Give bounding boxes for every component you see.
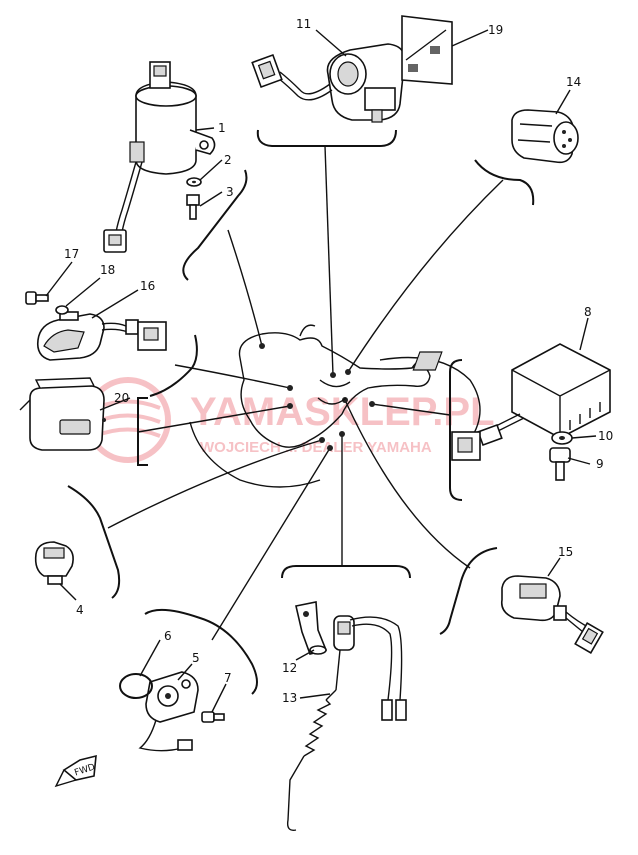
callout-14: 14 [566,75,581,89]
starter-relay-part [251,43,406,123]
callout-19: 19 [488,23,503,37]
bracket-part [295,601,328,655]
callout-8: 8 [584,305,592,319]
brake-switch-part [333,615,407,721]
watermark: YAMASKLEP.PL WOJCIECH ... DEALER YAMAHA [85,377,495,463]
label-plate-part [401,15,453,85]
flasher-relay-part [511,109,579,164]
callout-16: 16 [140,279,155,293]
callout-1: 1 [218,121,226,135]
watermark-subtext: WOJCIECH ... DEALER YAMAHA [200,439,432,456]
screw-part [25,291,49,305]
washer-part [186,177,202,187]
callout-2: 2 [224,153,232,167]
callout-9: 9 [596,457,604,471]
callout-7: 7 [224,671,232,685]
callout-15: 15 [558,545,573,559]
spring-part [286,689,337,831]
callout-20: 20 [114,391,129,405]
callout-3: 3 [226,185,234,199]
callout-6: 6 [164,629,172,643]
screw-sensor-part [201,711,225,723]
callout-12: 12 [282,661,297,675]
callout-numbers: 1 2 3 4 5 6 7 8 9 10 11 12 13 14 15 16 1… [64,17,613,705]
bolt-regulator-part [549,447,571,481]
relay-part [500,575,604,654]
callout-leaders [45,29,597,713]
control-unit-part [19,377,106,451]
bolt-part [186,194,200,220]
washer-small-part [55,305,69,315]
rectifier-regulator-part [412,343,611,461]
callout-11: 11 [296,17,311,31]
frame-outline [189,324,481,488]
callout-18: 18 [100,263,115,277]
oil-switch-part [34,541,74,585]
main-switch-part [103,61,216,253]
callout-13: 13 [282,691,297,705]
washer-regulator-part [551,431,573,445]
callout-10: 10 [598,429,613,443]
callout-5: 5 [192,651,200,665]
sensor-switch-part [36,311,167,361]
o-ring-part [119,673,153,699]
sensor-plate-part [138,671,199,752]
callout-4: 4 [76,603,84,617]
callout-17: 17 [64,247,79,261]
fwd-arrow-icon: FWD [54,754,97,788]
